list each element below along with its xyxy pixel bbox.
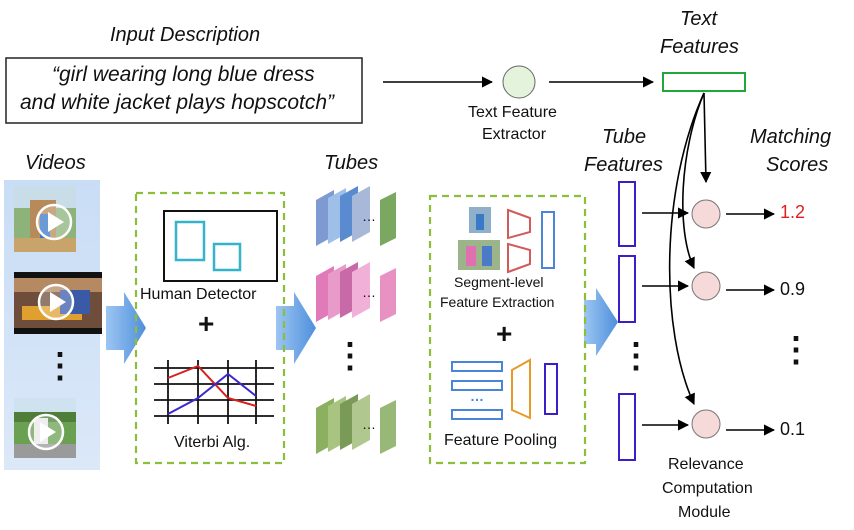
score-3: 0.1 (780, 419, 806, 439)
play-icon (27, 413, 65, 451)
videos-title: Videos (25, 152, 86, 174)
tubes-vertical-ellipsis: ⋮ (333, 337, 367, 375)
pooling-trapezoid (511, 358, 531, 420)
relevance-label-2: Computation (662, 480, 753, 497)
tube-stack-1 (316, 186, 396, 246)
relevance-label-3: Module (678, 504, 731, 521)
tubes-dots-1: … (362, 208, 376, 224)
tube-stack-3 (316, 394, 396, 454)
tube-features-title-2: Features (584, 154, 663, 176)
input-description-title: Input Description (110, 24, 261, 46)
text-feature-arrows (668, 92, 712, 406)
tube-feature-bar-3 (618, 393, 636, 461)
query-line-2: and white jacket plays hopscotch” (20, 91, 335, 114)
tube-feature-bar-1 (618, 181, 636, 247)
detector-dashed-box (134, 191, 286, 465)
feature-pooling-label: Feature Pooling (444, 432, 557, 449)
tube-features-title-1: Tube (602, 126, 647, 148)
text-feature-extractor-circle (502, 65, 536, 99)
segment-level-label-2: Feature Extraction (440, 294, 555, 310)
text-extractor-label-2: Extractor (482, 126, 547, 143)
text-features-bar (662, 72, 746, 92)
pooling-dots: … (470, 388, 484, 404)
play-icon (35, 203, 73, 241)
cnn-trapezoid-2 (507, 242, 531, 274)
pooling-dashed-box (428, 194, 587, 465)
play-icon (37, 283, 75, 321)
human-detector-icon (163, 210, 278, 282)
pooling-inputs-icon (451, 361, 503, 420)
tube-stack-2 (316, 262, 396, 322)
viterbi-label: Viterbi Alg. (174, 434, 251, 451)
relevance-circle-2 (691, 271, 721, 301)
relevance-circle-1 (691, 199, 721, 229)
relevance-circle-3 (691, 409, 721, 439)
tubes-title: Tubes (324, 152, 379, 174)
text-features-title-2: Features (660, 36, 739, 58)
flow-arrow-3 (584, 288, 618, 356)
relevance-label-1: Relevance (668, 456, 744, 473)
flow-arrow-1 (106, 292, 146, 364)
text-features-title-1: Text (680, 8, 718, 30)
score-2: 0.9 (780, 279, 806, 299)
detector-plus: + (198, 308, 215, 339)
pooled-feature-bar (544, 363, 558, 415)
segment-feature-bar (541, 211, 555, 269)
matching-scores-title-1: Matching (750, 126, 832, 148)
human-detector-label: Human Detector (140, 286, 257, 303)
scores-ellipsis: ⋮ (779, 331, 813, 369)
input-description-box (5, 57, 363, 124)
segment-level-label-1: Segment-level (454, 274, 544, 290)
videos-ellipsis: ⋮ (43, 347, 77, 385)
viterbi-trellis-icon (154, 360, 274, 424)
tube-feature-bar-2 (618, 255, 636, 323)
pooling-plus: + (496, 318, 513, 349)
flow-arrow-2 (276, 292, 316, 364)
tube-features-ellipsis: ⋮ (619, 337, 653, 375)
tubes-dots-2: … (362, 284, 376, 300)
tubes-dots-3: … (362, 416, 376, 432)
matching-scores-title-2: Scores (766, 154, 829, 176)
segment-frames-icon (458, 207, 500, 270)
text-extractor-label-1: Text Feature (468, 104, 557, 121)
cnn-trapezoid-1 (507, 208, 531, 240)
query-line-1: “girl wearing long blue dress (52, 63, 315, 86)
score-1: 1.2 (780, 202, 806, 222)
